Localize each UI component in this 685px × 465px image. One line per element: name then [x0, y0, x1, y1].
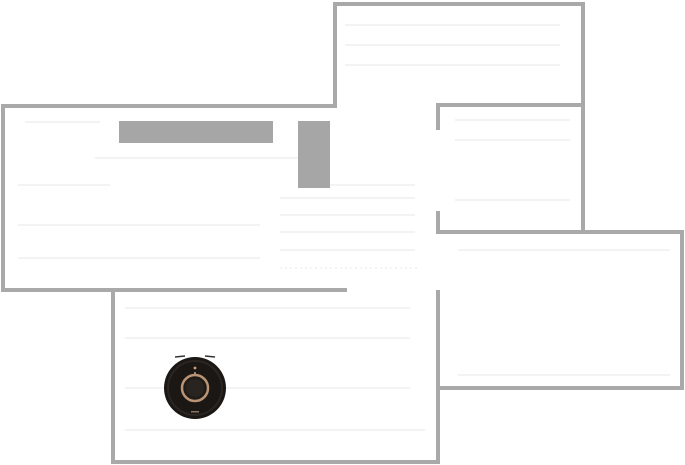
wall-lower-room — [111, 288, 440, 464]
wall-right-room — [436, 230, 684, 390]
wall-north — [1, 2, 585, 292]
scan-texture — [18, 24, 670, 431]
obstacle-long — [119, 121, 273, 143]
robot-vacuum-icon[interactable] — [164, 355, 226, 419]
wall-inner-room — [436, 103, 585, 130]
obstacle-block — [298, 121, 330, 188]
